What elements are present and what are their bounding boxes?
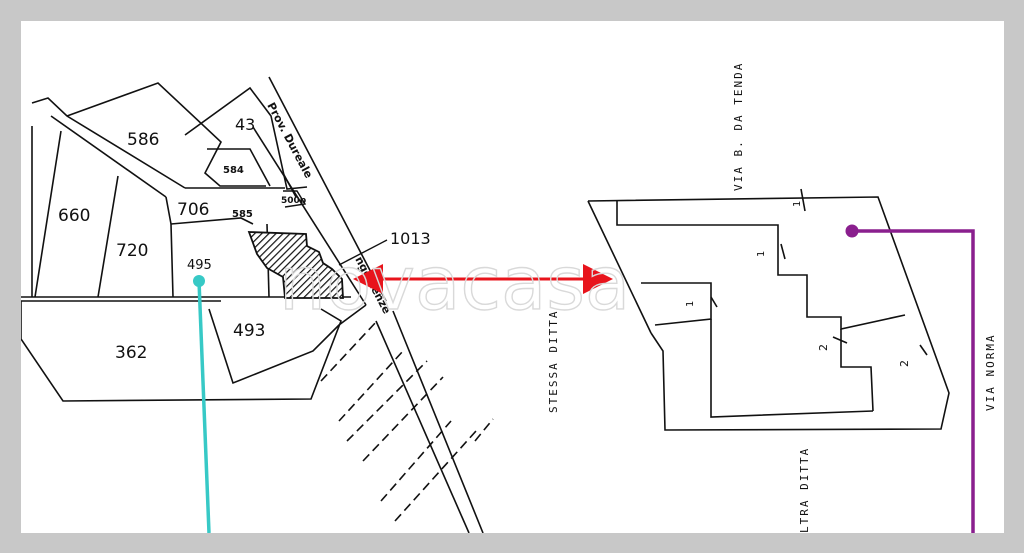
parcel-362-boundary	[21, 301, 342, 402]
parcel-586-label: 586	[127, 130, 159, 150]
road-edge	[252, 126, 367, 306]
parcel-720-label: 720	[116, 241, 148, 261]
purple-pointer-line	[852, 229, 975, 533]
parcel-boundary	[50, 115, 167, 198]
plan-mark-1: 1	[756, 251, 767, 257]
plan-mark-1: 1	[685, 301, 696, 307]
parcel-boundary	[31, 97, 186, 189]
plan-unit-1-boundary	[641, 282, 712, 326]
parcel-585-label: 585	[232, 209, 253, 220]
road-edge	[392, 310, 484, 533]
parcel-706-boundary	[170, 217, 254, 225]
parcel-493-boundary	[208, 304, 367, 385]
parcel-43-label: 43	[235, 115, 255, 134]
plan-outline	[587, 196, 950, 431]
plan-unit-1-boundary	[616, 201, 906, 330]
parcel-43-boundary	[184, 86, 308, 190]
parcel-660-label: 660	[58, 206, 90, 226]
dashed-road-lines	[320, 320, 494, 522]
parcel-boundary	[165, 196, 174, 298]
road-edge	[282, 172, 297, 198]
parcel-500p-label: 500p	[281, 196, 307, 206]
parcel-boundary	[34, 130, 62, 298]
parcel-495-label: 495	[187, 258, 212, 273]
cyan-pointer-dot[interactable]	[193, 275, 205, 287]
road-edge	[268, 76, 387, 302]
label-stessa-ditta: STESSA DITTA	[547, 310, 560, 413]
parcel-493-label: 493	[233, 321, 265, 341]
parcel-1013-label: 1013	[390, 229, 431, 248]
plan-mark-2: 2	[817, 344, 830, 351]
cyan-pointer-line	[197, 280, 211, 533]
watermark-logo: novacasa	[279, 241, 630, 327]
purple-pointer-dot[interactable]	[845, 224, 859, 238]
plan-outline	[587, 200, 652, 334]
plan-mark-1: 1	[792, 201, 803, 207]
subject-parcel-1013[interactable]	[247, 231, 344, 299]
road-edge	[375, 320, 470, 533]
plan-unit-2-boundary	[710, 319, 874, 418]
plan-unit-2-boundary	[840, 329, 874, 412]
parcel-706-label: 706	[177, 200, 209, 220]
parcel-500p-boundary	[283, 190, 307, 208]
leader-line	[338, 239, 388, 266]
parcel-boundary	[97, 175, 119, 298]
parcel-586-boundary	[66, 82, 266, 187]
floor-plan	[587, 188, 950, 431]
street-label-via-tenda: VIA B. DA TENDA	[732, 62, 745, 191]
map-frame: 586 43 584 660 706 585 500p 720 495 1013…	[21, 21, 1004, 533]
parcel-362-label: 362	[115, 343, 147, 363]
parcel-584-boundary	[207, 148, 271, 187]
road-label-prov: Prov. Dureale	[264, 100, 315, 180]
parcel-584-label: 584	[223, 165, 244, 176]
plan-mark-2: 2	[898, 360, 911, 367]
cadastral-map: 586 43 584 660 706 585 500p 720 495 1013…	[21, 62, 997, 533]
label-altra-ditta: LTRA DITTA	[798, 447, 811, 533]
street-label-via-norma: VIA NORMA	[984, 333, 997, 411]
